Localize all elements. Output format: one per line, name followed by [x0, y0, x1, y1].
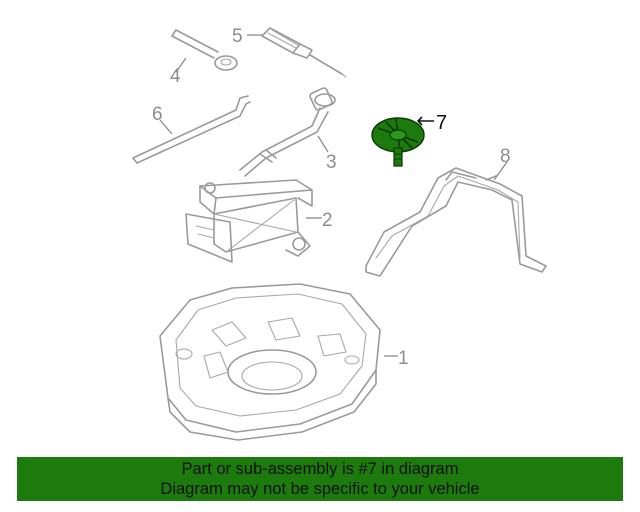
notice-banner: Part or sub-assembly is #7 in diagram Di… [17, 457, 623, 501]
leader-8 [493, 161, 508, 181]
leader-7 [416, 116, 434, 126]
part-2-jack-drawing [185, 179, 313, 263]
callout-8: 8 [500, 146, 511, 167]
leader-6 [159, 119, 173, 135]
banner-line-1: Part or sub-assembly is #7 in diagram [181, 460, 459, 478]
part-7-wingnut-drawing [371, 117, 425, 167]
callout-1: 1 [398, 348, 409, 369]
leader-3 [317, 135, 329, 153]
banner-line-2: Diagram may not be specific to your vehi… [160, 480, 480, 498]
callout-5: 5 [232, 26, 243, 47]
part-1-tray-drawing [159, 283, 381, 441]
callout-3: 3 [326, 152, 337, 173]
part-3-wrench-drawing [239, 87, 336, 177]
part-4-bolt-drawing [171, 29, 238, 71]
leader-4 [175, 57, 187, 73]
part-6-rod-drawing [132, 95, 251, 164]
part-8-bracket-drawing [365, 167, 547, 277]
callout-2: 2 [322, 210, 333, 231]
callout-7: 7 [436, 112, 447, 134]
callout-6: 6 [152, 104, 163, 125]
part-5-screwdriver-drawing [261, 27, 347, 78]
callout-4: 4 [170, 66, 181, 87]
parts-diagram: 4 5 6 3 2 8 1 7 [132, 26, 547, 441]
